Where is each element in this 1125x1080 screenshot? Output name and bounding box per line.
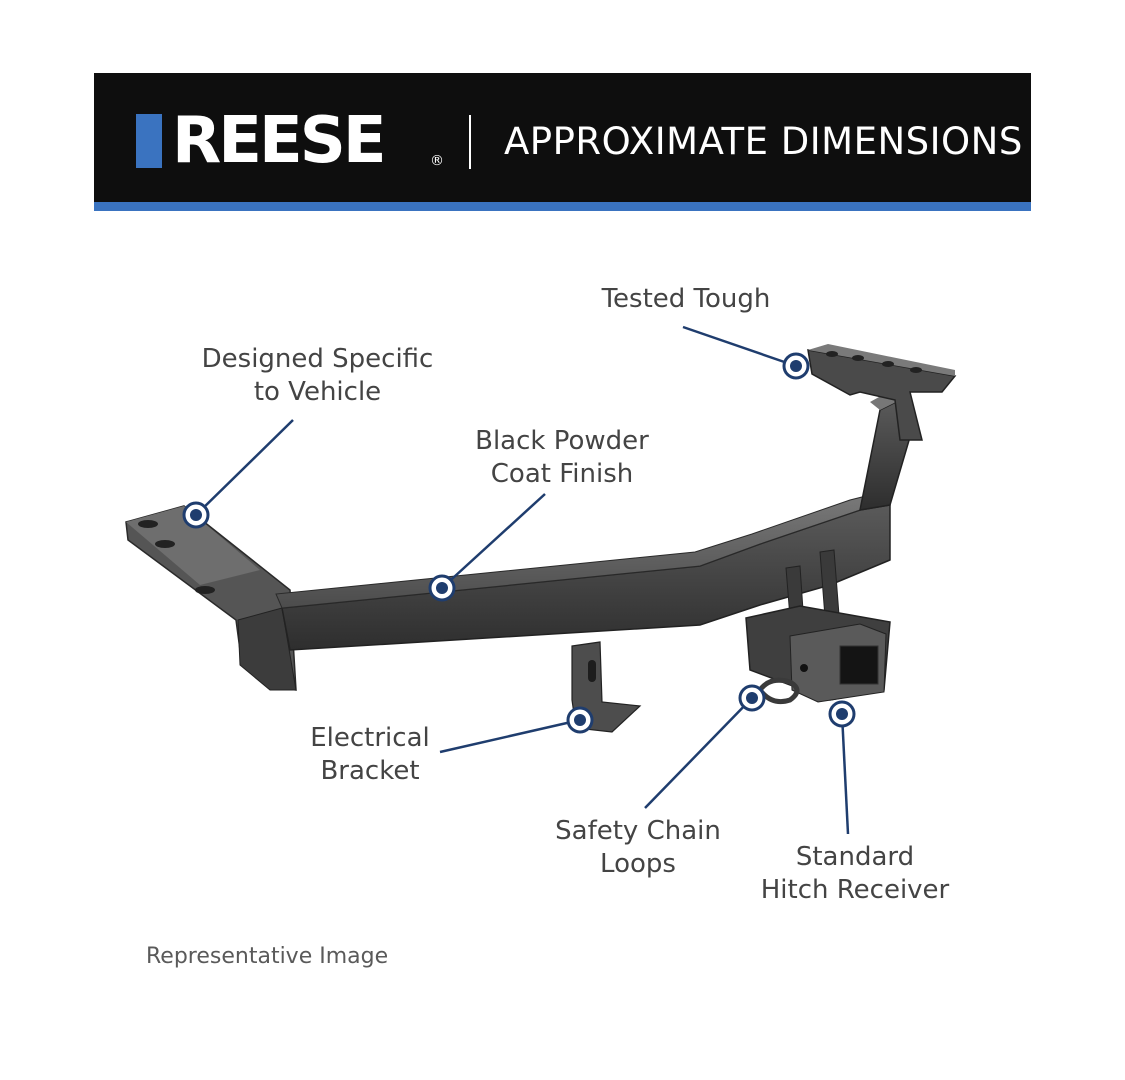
banner-accent-stripe bbox=[94, 202, 1031, 211]
registered-mark: ® bbox=[430, 153, 444, 169]
label-safety-chain-line1: Safety Chain bbox=[555, 816, 721, 846]
label-electrical-bracket-line2: Bracket bbox=[320, 756, 420, 786]
brand-logo-bar bbox=[136, 114, 162, 168]
label-designed-specific-line1: Designed Specific bbox=[201, 344, 434, 374]
label-designed-specific-line2: to Vehicle bbox=[253, 377, 382, 407]
label-standard-receiver: Standard Hitch Receiver bbox=[742, 841, 968, 907]
label-designed-specific: Designed Specific to Vehicle bbox=[180, 343, 455, 409]
label-black-powder: Black Powder Coat Finish bbox=[452, 425, 672, 491]
marker-designed-specific bbox=[182, 501, 210, 529]
marker-electrical-bracket bbox=[566, 706, 594, 734]
label-standard-receiver-line2: Hitch Receiver bbox=[760, 875, 950, 905]
hitch-illustration bbox=[125, 344, 957, 733]
callout-pointers bbox=[195, 325, 850, 835]
callout-markers bbox=[182, 352, 856, 734]
marker-safety-chain bbox=[738, 684, 766, 712]
label-tested-tough-line1: Tested Tough bbox=[601, 284, 771, 314]
label-safety-chain: Safety Chain Loops bbox=[538, 815, 738, 881]
label-safety-chain-line2: Loops bbox=[600, 849, 676, 879]
banner-title: APPROXIMATE DIMENSIONS bbox=[504, 120, 1023, 163]
safety-chain-loop bbox=[756, 677, 800, 705]
label-black-powder-line2: Coat Finish bbox=[490, 459, 634, 489]
marker-standard-receiver bbox=[828, 700, 856, 728]
marker-black-powder bbox=[428, 574, 456, 602]
brand-logo: REESE bbox=[172, 104, 387, 178]
receiver-opening bbox=[839, 645, 879, 685]
label-tested-tough: Tested Tough bbox=[586, 283, 786, 316]
brand-banner: REESE ® APPROXIMATE DIMENSIONS bbox=[94, 73, 1031, 211]
label-electrical-bracket-line1: Electrical bbox=[310, 723, 430, 753]
label-black-powder-line1: Black Powder bbox=[475, 426, 649, 456]
representative-image-caption: Representative Image bbox=[146, 944, 389, 969]
label-standard-receiver-line1: Standard bbox=[795, 842, 915, 872]
banner-divider bbox=[469, 115, 471, 169]
marker-tested-tough bbox=[782, 352, 810, 380]
label-electrical-bracket: Electrical Bracket bbox=[290, 722, 450, 788]
